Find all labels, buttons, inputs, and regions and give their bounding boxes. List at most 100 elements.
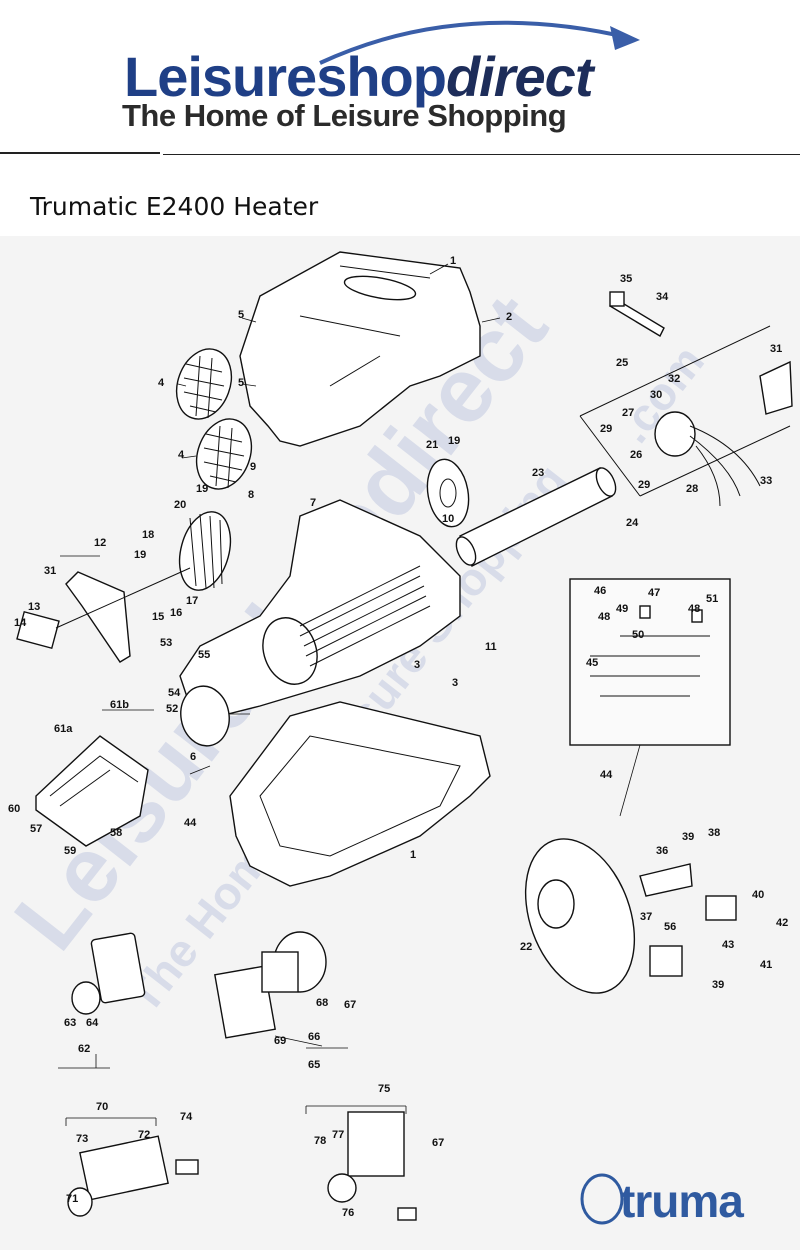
part-number-label: 64: [86, 1017, 99, 1029]
part-number-label: 3: [414, 659, 420, 671]
part-number-label: 10: [442, 513, 454, 525]
part-number-label: 52: [166, 703, 178, 715]
part-number-label: 71: [66, 1193, 78, 1205]
part-number-label: 78: [314, 1135, 326, 1147]
part-number-label: 5: [238, 377, 244, 389]
part-number-label: 23: [532, 467, 544, 479]
part-number-label: 19: [196, 483, 208, 495]
site-logo[interactable]: Leisureshopdirect The Home of Leisure Sh…: [120, 18, 640, 138]
part-number-label: 2: [506, 311, 512, 323]
part-number-label: 48: [688, 603, 700, 615]
part-number-label: 49: [616, 603, 628, 615]
part-number-label: 54: [168, 687, 181, 699]
part-number-label: 48: [598, 611, 610, 623]
truma-brand-text: truma: [620, 1175, 744, 1227]
part-number-label: 68: [316, 997, 328, 1009]
part-number-label: 18: [142, 529, 154, 541]
part-number-label: 12: [94, 537, 106, 549]
part-number-label: 37: [640, 911, 652, 923]
header-divider: [488, 154, 800, 155]
truma-emblem-icon: [580, 1173, 624, 1225]
part-air-tube: [455, 467, 617, 567]
exploded-parts-diagram[interactable]: Leisureshopdirect The Home of Leisure Sh…: [0, 236, 800, 1250]
part-number-label: 7: [310, 497, 316, 509]
part-number-label: 3: [452, 677, 458, 689]
part-number-label: 50: [632, 629, 644, 641]
brand-name: Leisureshopdirect: [124, 44, 593, 109]
site-header: Leisureshopdirect The Home of Leisure Sh…: [0, 0, 800, 158]
part-number-label: 15: [152, 611, 164, 623]
part-number-label: 70: [96, 1101, 108, 1113]
diagram-canvas: Leisureshopdirect The Home of Leisure Sh…: [0, 251, 793, 1221]
part-number-label: 44: [184, 817, 197, 829]
part-number-label: 13: [28, 601, 40, 613]
part-number-label: 14: [14, 617, 27, 629]
part-number-label: 19: [448, 435, 460, 447]
part-number-label: 4: [178, 449, 185, 461]
part-number-label: 42: [776, 917, 788, 929]
part-wiring-harness: [579, 291, 793, 507]
part-number-label: 25: [616, 357, 628, 369]
part-fan-wheel: [178, 458, 470, 591]
part-number-label: 69: [274, 1035, 286, 1047]
part-number-label: 60: [8, 803, 20, 815]
part-number-label: 59: [64, 845, 76, 857]
part-number-label: 77: [332, 1129, 344, 1141]
part-number-label: 1: [450, 255, 456, 267]
part-number-label: 35: [620, 273, 632, 285]
part-number-label: 19: [134, 549, 146, 561]
part-number-label: 41: [760, 959, 772, 971]
part-grille: [175, 348, 253, 490]
part-number-label: 21: [426, 439, 438, 451]
part-control-box: [35, 735, 149, 847]
part-accessory-sets: [67, 931, 417, 1221]
part-number-label: 75: [378, 1083, 390, 1095]
part-number-label: 62: [78, 1043, 90, 1055]
part-number-label: 6: [190, 751, 196, 763]
part-number-label: 45: [586, 657, 598, 669]
part-number-label: 43: [722, 939, 734, 951]
part-number-label: 33: [760, 475, 772, 487]
part-burner-plate: [524, 838, 737, 994]
part-number-label: 46: [594, 585, 606, 597]
part-number-label: 76: [342, 1207, 354, 1219]
part-number-label: 56: [664, 921, 676, 933]
part-number-label: 61b: [110, 699, 129, 711]
part-number-label: 61a: [54, 723, 73, 735]
part-number-label: 72: [138, 1129, 150, 1141]
header-divider: [0, 152, 160, 154]
part-number-label: 40: [752, 889, 764, 901]
part-number-label: 65: [308, 1059, 320, 1071]
part-number-label: 26: [630, 449, 642, 461]
part-number-label: 51: [706, 593, 718, 605]
part-number-label: 17: [186, 595, 198, 607]
part-number-label: 24: [626, 517, 639, 529]
part-number-label: 53: [160, 637, 172, 649]
part-bottom-housing: [229, 701, 491, 887]
part-number-label: 29: [600, 423, 612, 435]
part-number-label: 20: [174, 499, 186, 511]
part-number-label: 31: [44, 565, 56, 577]
part-top-cover: [239, 251, 481, 447]
part-number-label: 73: [76, 1133, 88, 1145]
part-number-label: 5: [238, 309, 244, 321]
leader-lines: [58, 263, 501, 1126]
part-number-label: 4: [158, 377, 165, 389]
part-number-label: 27: [622, 407, 634, 419]
part-number-label: 22: [520, 941, 532, 953]
brand-tagline: The Home of Leisure Shopping: [122, 98, 567, 133]
part-number-label: 39: [682, 831, 694, 843]
part-number-label: 67: [432, 1137, 444, 1149]
part-number-label: 39: [712, 979, 724, 991]
part-number-label: 67: [344, 999, 356, 1011]
part-number-label: 9: [250, 461, 256, 473]
part-number-label: 66: [308, 1031, 320, 1043]
part-number-label: 44: [600, 769, 613, 781]
part-number-label: 30: [650, 389, 662, 401]
part-number-label: 29: [638, 479, 650, 491]
truma-logo: truma: [580, 1170, 780, 1230]
part-number-label: 11: [485, 641, 497, 653]
swoosh-icon: [319, 20, 640, 65]
part-number-label: 1: [410, 849, 416, 861]
